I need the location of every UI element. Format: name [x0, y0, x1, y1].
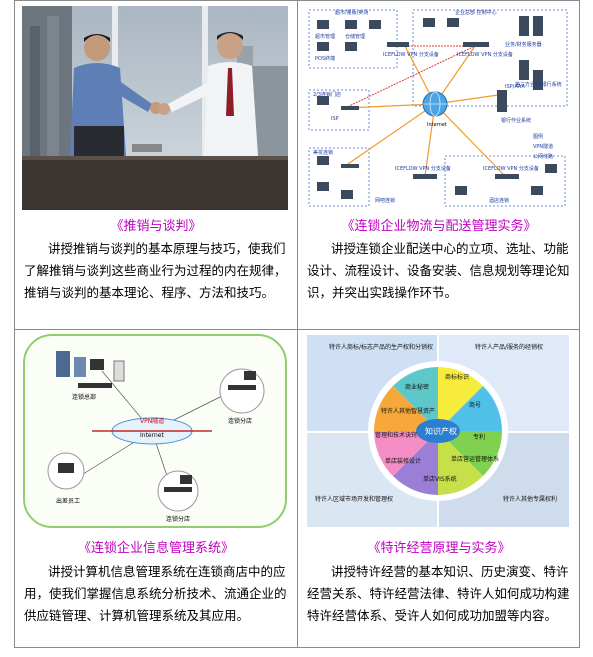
franchise-q1: 特许人商标/标志产品的生产权和分销权	[329, 343, 433, 351]
net-label-store-sys: 超市管理	[315, 33, 335, 40]
info-internet-label: Internet	[140, 432, 164, 439]
info-label-store1: 连锁分店	[228, 417, 252, 425]
net-label-biz-server: 业务/财务服务器	[505, 41, 542, 48]
net-legend-public: 公网线路	[533, 153, 553, 160]
franchise-diagram: 知识产权 特许人商标/标志产品的生产权和分销权 特许人产品/服务的经销权 特许人…	[305, 331, 571, 535]
net-label-pos: POS终端	[315, 55, 335, 62]
net-label-vpn2: ICEFLOW VPN 分支设备	[395, 165, 451, 172]
net-legend-title: 图例	[533, 133, 543, 140]
course-description: 讲授特许经营的基本知识、历史演变、特许经营关系、特许经营法律、特许人如何成功构建…	[307, 564, 570, 623]
net-label-vpn1: ICEFLOW VPN 分支设备	[383, 51, 439, 58]
net-label-small-store: 美妆连锁	[313, 149, 333, 156]
net-label-vpn3: ICEFLOW VPN 分支设备	[483, 165, 539, 172]
franchise-center: 知识产权	[425, 426, 457, 436]
franchise-seg3: 商号	[469, 401, 481, 409]
internet-label: Internet	[427, 122, 447, 128]
network-diagram-drawing: Internet	[305, 6, 571, 210]
franchise-seg4: 专利	[473, 433, 485, 441]
vpn-tunnel-label: VPN隧道	[140, 417, 164, 425]
course-cell-info-system: VPN隧道 Internet 连锁总部 连锁分店 出差员工	[16, 331, 296, 657]
course-description: 讲授推销与谈判的基本原理与技巧，使我们了解推销与谈判这些商业行为过程的内在规律，…	[24, 241, 287, 300]
net-label-third-party: 第三方合作 银行系统	[515, 81, 562, 88]
info-label-traveler: 出差员工	[56, 497, 80, 505]
net-label-branch: 2/3连锁门店	[313, 91, 341, 98]
net-label-hotel: 酒店连锁	[489, 197, 509, 204]
net-label-warehouse: 仓储管理	[345, 33, 365, 40]
net-label-bank: 银行作业系统	[501, 117, 531, 124]
franchise-seg9: 特许人其他智慧资产	[381, 407, 435, 415]
course-title: 《推销与谈判》	[110, 219, 202, 234]
franchise-seg1: 商业秘密	[405, 383, 429, 391]
franchise-seg2: 商标标识	[445, 373, 469, 381]
net-label-isp2: ISP	[331, 116, 339, 122]
course-title: 《连锁企业物流与配送管理实务》	[341, 219, 537, 234]
course-title: 《连锁企业信息管理系统》	[77, 541, 234, 556]
franchise-q2: 特许人产品/服务的经销权	[475, 343, 543, 351]
course-description: 讲授计算机信息管理系统在连锁商店中的应用，使我们掌握信息系统分析技术、流通企业的…	[24, 564, 287, 623]
course-cell-sales: 《推销与谈判》 讲授推销与谈判的基本原理与技巧，使我们了解推销与谈判这些商业行为…	[16, 2, 296, 328]
franchise-seg7: 单店装修设计	[385, 457, 421, 465]
net-label-vpn-center: ICEFLOW VPN 分支设备	[457, 51, 513, 58]
net-legend-vpn: VPN隧道	[533, 143, 553, 150]
franchise-drawing: 知识产权 特许人商标/标志产品的生产权和分销权 特许人产品/服务的经销权 特许人…	[307, 335, 569, 527]
handshake-photo-drawing	[22, 6, 288, 210]
network-diagram: Internet	[305, 6, 571, 210]
course-cell-logistics: Internet	[299, 2, 579, 328]
net-label-terminal: 网吧连锁	[375, 197, 395, 204]
franchise-q4: 特许人其他专属权利	[503, 495, 557, 503]
net-label-isp: ISP/AAA	[505, 84, 525, 90]
info-label-hq: 连锁总部	[72, 393, 96, 401]
franchise-q3: 特许人区域市场开发和管理权	[315, 495, 393, 503]
info-label-store2: 连锁分店	[166, 515, 190, 523]
grid-divider-vertical	[297, 1, 298, 647]
handshake-photo	[22, 6, 288, 210]
info-system-drawing: VPN隧道 Internet 连锁总部 连锁分店 出差员工	[23, 334, 287, 528]
franchise-seg8: 管理和技术诀窍	[375, 431, 417, 439]
franchise-seg5: 单店营运管理体系	[451, 455, 499, 463]
course-description: 讲授连锁企业配送中心的立项、选址、功能设计、流程设计、设备安装、信息规划等理论知…	[307, 241, 570, 300]
franchise-seg6: 单店VIS系统	[423, 475, 457, 483]
grid-divider-horizontal	[15, 329, 579, 330]
course-title: 《特许经营原理与实务》	[367, 541, 511, 556]
net-label-top-left: 超市/量贩/卖场	[335, 9, 368, 16]
net-label-hq: 企业总部 控制中心	[455, 9, 497, 16]
course-cell-franchise: 知识产权 特许人商标/标志产品的生产权和分销权 特许人产品/服务的经销权 特许人…	[299, 331, 579, 657]
course-grid: 《推销与谈判》 讲授推销与谈判的基本原理与技巧，使我们了解推销与谈判这些商业行为…	[14, 0, 580, 648]
info-system-diagram: VPN隧道 Internet 连锁总部 连锁分店 出差员工	[22, 331, 288, 535]
